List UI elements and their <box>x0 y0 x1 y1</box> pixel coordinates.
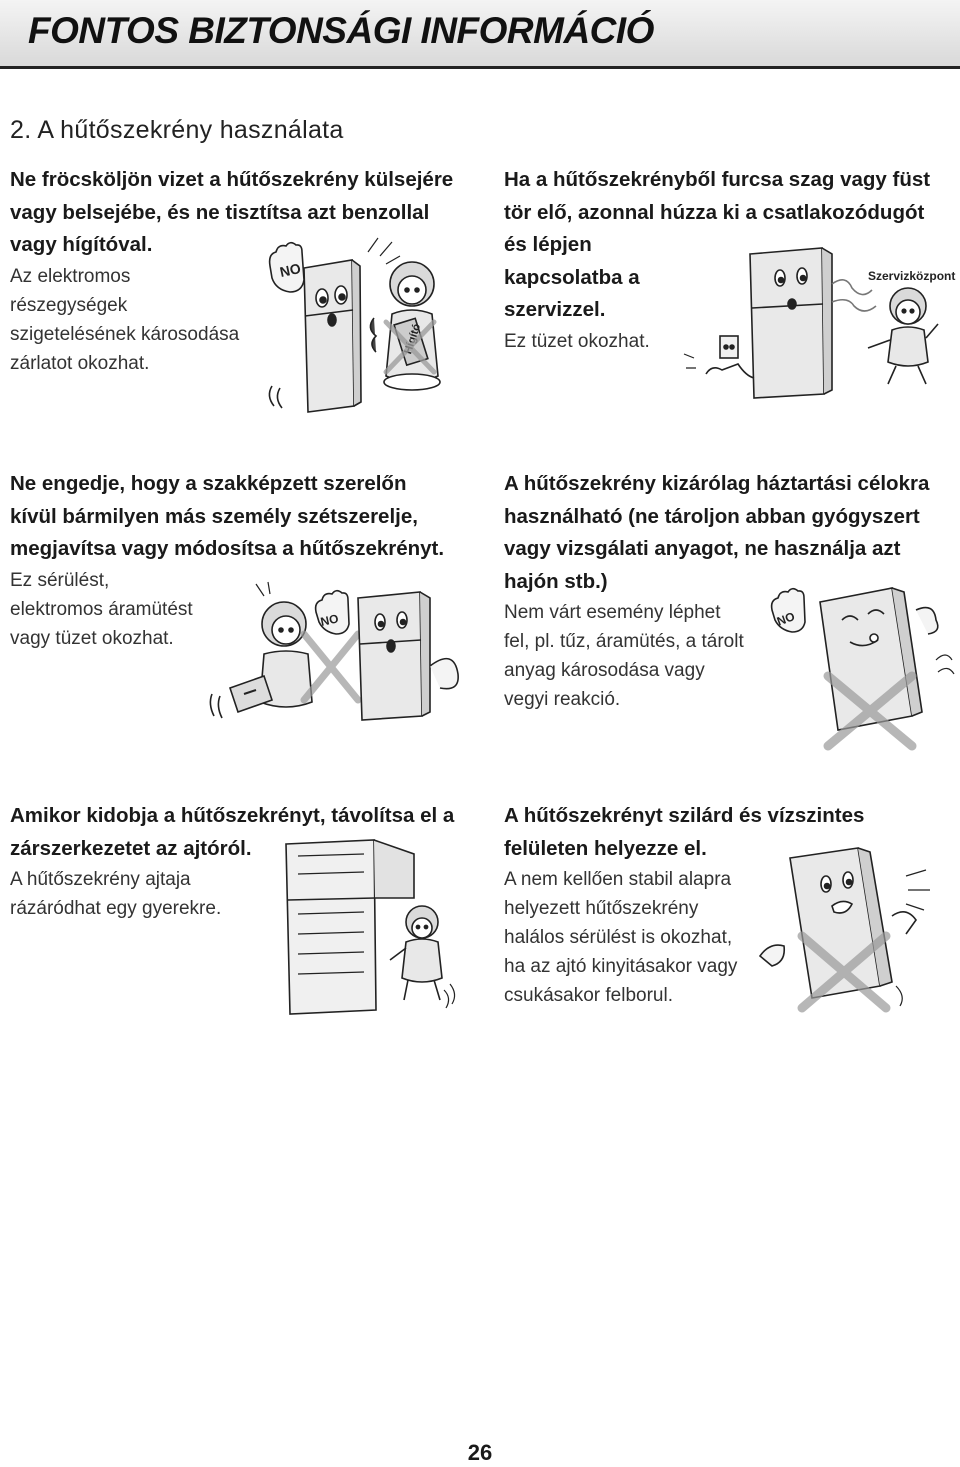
item-1-text: Ne fröcsköljön vizet a hűtőszekrény küls… <box>10 164 453 378</box>
item-3-note: Ez sérülést, elektromos áramütést vagy t… <box>10 569 193 649</box>
item-3-heading: Ne engedje, hogy a szakképzett szerelőn … <box>10 472 445 560</box>
cross-mark-icon <box>300 630 362 704</box>
item-3-illustration: NO <box>208 578 468 726</box>
open-refrigerator-shape <box>285 839 415 1015</box>
item-1-heading: Ne fröcsköljön vizet a hűtőszekrény küls… <box>10 168 454 256</box>
girl-with-tools-figure <box>228 581 313 714</box>
item-5-heading: Amikor kidobja a hűtőszekrényt, távolíts… <box>10 804 455 860</box>
item-6-note: A nem kellően stabil alapra helyezett hű… <box>504 869 738 1006</box>
item-4-text: A hűtőszekrény kizárólag háztartási célo… <box>504 468 929 714</box>
item-5-illustration <box>282 838 458 1016</box>
item-1-note: Az elektromos részegységek szigeteléséne… <box>10 265 240 374</box>
stop-hand-icon: NO <box>314 589 350 635</box>
stop-hand-icon: NO <box>770 587 806 633</box>
item-6-heading: A hűtőszekrényt szilárd és vízszintes fe… <box>504 804 865 860</box>
item-5-note: A hűtőszekrény ajtaja rázáródhat egy gye… <box>10 869 222 919</box>
cross-mark-icon <box>823 671 917 751</box>
refrigerator-shape <box>303 259 362 413</box>
no-sign-label: NO <box>775 609 797 628</box>
item-6-text: A hűtőszekrényt szilárd és vízszintes fe… <box>504 800 864 1010</box>
cross-mark-icon <box>383 319 437 375</box>
item-6-illustration <box>756 846 956 1018</box>
stop-hand-icon: NO <box>268 241 305 293</box>
toolbox-icon <box>228 674 274 714</box>
no-sign-label: NO <box>278 260 302 280</box>
item-2-text: Ha a hűtőszekrényből furcsa szag vagy fü… <box>504 164 930 356</box>
tilting-refrigerator-shape <box>789 847 893 999</box>
no-sign-label: NO <box>319 611 340 628</box>
item-4-note: Nem várt esemény léphet fel, pl. tűz, ár… <box>504 602 744 710</box>
header-bar: FONTOS BIZTONSÁGI INFORMÁCIÓ <box>0 0 960 69</box>
refrigerator-shape <box>357 591 459 721</box>
item-2-illustration: Szervizközpont <box>682 244 955 404</box>
refrigerator-shape <box>749 247 833 399</box>
child-figure <box>389 905 443 1001</box>
item-1-illustration: NO Hígító <box>262 236 462 420</box>
wall-socket-icon <box>683 335 755 379</box>
section-title: 2. A hűtőszekrény használata <box>10 116 344 144</box>
item-2-heading: Ha a hűtőszekrényből furcsa szag vagy fü… <box>504 168 931 321</box>
girl-figure <box>867 287 939 385</box>
service-center-label: Szervizközpont <box>868 269 955 283</box>
item-5-text: Amikor kidobja a hűtőszekrényt, távolíts… <box>10 800 454 923</box>
item-4-heading: A hűtőszekrény kizárólag háztartási célo… <box>504 472 930 593</box>
item-4-illustration: NO <box>766 580 956 756</box>
page-header-title: FONTOS BIZTONSÁGI INFORMÁCIÓ <box>28 10 654 51</box>
cross-mark-icon <box>797 931 891 1013</box>
item-3-text: Ne engedje, hogy a szakképzett szerelőn … <box>10 468 444 653</box>
item-2-note: Ez tüzet okozhat. <box>504 330 650 352</box>
page-number: 26 <box>467 1440 493 1465</box>
